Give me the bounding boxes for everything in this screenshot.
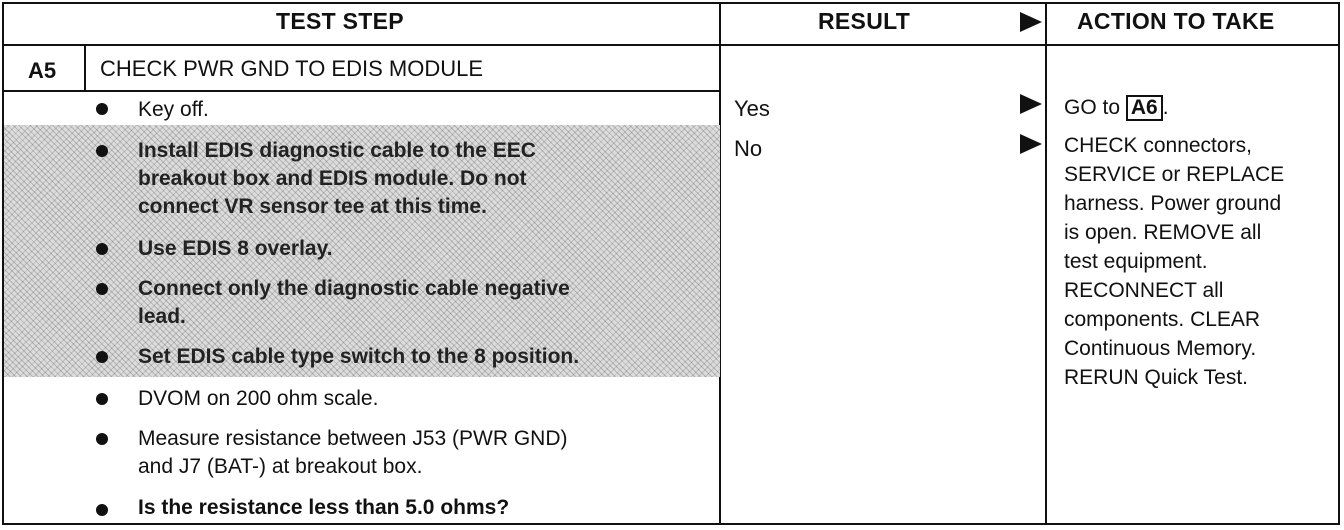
bullet-icon: [96, 351, 108, 363]
bullet-icon: [96, 504, 108, 516]
step-bullet-2: Install EDIS diagnostic cable to the EEC…: [138, 139, 536, 218]
header-arrow-icon: [1020, 12, 1042, 32]
step-bullet-7: Measure resistance between J53 (PWR GND)…: [138, 427, 568, 478]
result-no-arrow-icon: [1020, 134, 1042, 154]
step-title-divider: [2, 90, 721, 92]
bullet-icon: [96, 433, 108, 445]
step-bullet-5: Set EDIS cable type switch to the 8 posi…: [138, 345, 580, 368]
col-divider-action: [1045, 2, 1047, 525]
bullet-icon: [96, 145, 108, 157]
col-divider-result: [719, 2, 721, 525]
result-no: No: [734, 136, 763, 161]
step-id-divider: [84, 46, 86, 92]
step-bullet-4: Connect only the diagnostic cable negati…: [138, 277, 570, 328]
bullet-icon: [96, 243, 108, 255]
header-divider: [2, 44, 1340, 46]
bullet-icon: [96, 103, 108, 115]
bullet-icon: [96, 393, 108, 405]
header-test-step: TEST STEP: [276, 8, 404, 34]
step-bullet-8: Is the resistance less than 5.0 ohms?: [138, 496, 510, 519]
result-yes-arrow-icon: [1020, 94, 1042, 114]
result-yes: Yes: [734, 96, 770, 121]
action-yes-prefix: GO to: [1064, 96, 1126, 119]
step-bullet-3: Use EDIS 8 overlay.: [138, 237, 333, 260]
action-no: CHECK connectors, SERVICE or REPLACE har…: [1064, 134, 1285, 389]
action-yes-suffix: .: [1162, 96, 1169, 119]
step-title: CHECK PWR GND TO EDIS MODULE: [100, 56, 484, 81]
step-bullet-6: DVOM on 200 ohm scale.: [138, 387, 379, 410]
action-yes-step-ref[interactable]: A6: [1125, 95, 1163, 121]
bullet-icon: [96, 283, 108, 295]
step-id: A5: [28, 58, 57, 83]
action-yes: GO to A6.: [1064, 93, 1169, 122]
header-action: ACTION TO TAKE: [1077, 8, 1275, 34]
step-bullet-1: Key off.: [138, 98, 209, 121]
shaded-region: [4, 125, 720, 377]
header-result: RESULT: [818, 8, 911, 34]
